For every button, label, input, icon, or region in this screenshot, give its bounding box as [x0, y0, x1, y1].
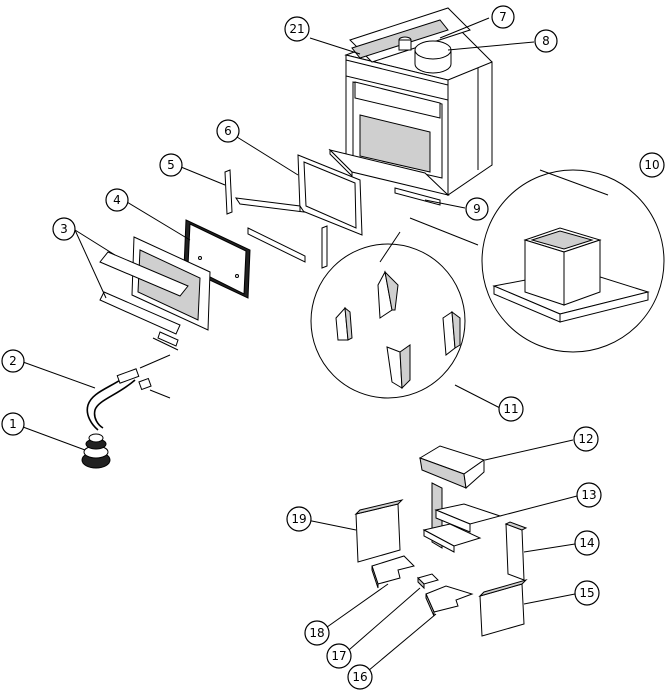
- callout-17-label: 17: [331, 649, 346, 663]
- refractory-top-12: [418, 445, 486, 489]
- callout-16: 16: [347, 664, 373, 690]
- callout-18-label: 18: [309, 626, 324, 640]
- callout-15-label: 15: [579, 586, 594, 600]
- floor-trim-bar: [394, 187, 479, 246]
- callout-2-label: 2: [9, 354, 17, 368]
- refractory-back-15: [478, 578, 528, 637]
- callout-11: 11: [498, 396, 524, 422]
- callout-10: 10: [639, 152, 665, 178]
- callout-3-label: 3: [60, 222, 68, 236]
- callout-12: 12: [573, 426, 599, 452]
- door-assembly-3: [99, 236, 211, 351]
- callout-7-label: 7: [499, 10, 507, 24]
- callout-19-label: 19: [291, 512, 306, 526]
- callout-13-label: 13: [581, 488, 596, 502]
- regulator-1: [81, 433, 111, 469]
- callout-6: 6: [216, 119, 240, 143]
- callout-14: 14: [574, 530, 600, 556]
- refractory-shelf-13: [422, 482, 502, 553]
- callout-5: 5: [159, 153, 183, 177]
- gas-line-2: [86, 354, 171, 431]
- callout-9-label: 9: [473, 202, 481, 216]
- callout-5-label: 5: [167, 158, 175, 172]
- callout-15: 15: [574, 580, 600, 606]
- detail-circle-11: [310, 231, 466, 399]
- callout-7: 7: [491, 5, 515, 29]
- leader-lines: [22, 17, 609, 677]
- callout-9: 9: [465, 197, 489, 221]
- side-strip-5: [224, 169, 233, 215]
- callout-12-label: 12: [578, 432, 593, 446]
- callout-2: 2: [1, 349, 25, 373]
- refractory-side-14: [504, 521, 528, 581]
- callout-13: 13: [576, 482, 602, 508]
- detail-circle-10: [481, 169, 665, 353]
- callout-4-label: 4: [113, 193, 121, 207]
- door-frame-6: [234, 154, 363, 269]
- refractory-floor-pieces: [371, 555, 474, 617]
- callout-11-label: 11: [503, 402, 518, 416]
- callout-3: 3: [52, 217, 76, 241]
- callout-6-label: 6: [224, 124, 232, 138]
- callout-21-label: 21: [289, 22, 304, 36]
- callout-10-label: 10: [644, 158, 659, 172]
- refractory-side-19: [354, 499, 404, 563]
- firebox-unit: [328, 7, 493, 196]
- glass-panel-4: [183, 219, 251, 299]
- callout-1-label: 1: [9, 417, 17, 431]
- callout-14-label: 14: [579, 536, 594, 550]
- callout-17: 17: [326, 643, 352, 669]
- callout-21: 21: [284, 16, 310, 42]
- callout-19: 19: [286, 506, 312, 532]
- callout-8-label: 8: [542, 34, 550, 48]
- callout-18: 18: [304, 620, 330, 646]
- callout-8: 8: [534, 29, 558, 53]
- callout-16-label: 16: [352, 670, 367, 684]
- callout-4: 4: [105, 188, 129, 212]
- callout-1: 1: [1, 412, 25, 436]
